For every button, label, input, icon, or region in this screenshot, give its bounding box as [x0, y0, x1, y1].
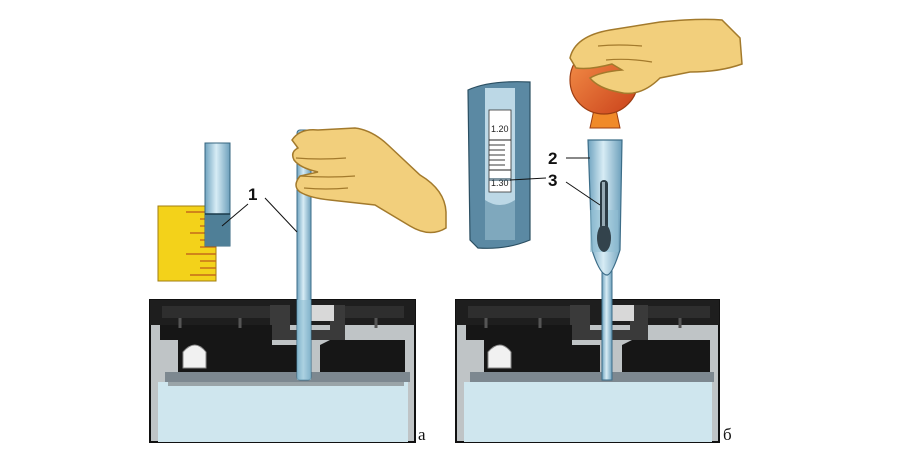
callout-3: 3 — [509, 171, 601, 206]
label-1: 1 — [248, 185, 257, 204]
hand-b — [569, 18, 743, 95]
panel-b: 1.20 1.30 2 3 б — [455, 18, 743, 444]
scale-reading-upper: 1.20 — [491, 124, 509, 134]
panel-a: 1 а — [149, 127, 447, 444]
scale-reading-lower: 1.30 — [491, 178, 509, 188]
float — [597, 180, 611, 252]
electrolyte-a — [158, 382, 408, 442]
label-3: 3 — [548, 171, 557, 190]
hydrometer-tip — [601, 269, 613, 381]
electrolyte-b — [464, 382, 712, 442]
battery-a — [149, 299, 416, 443]
callout-1: 1 — [221, 185, 298, 233]
battery-b — [455, 299, 720, 443]
zoomed-tube-with-ruler — [157, 142, 231, 282]
label-2: 2 — [548, 149, 557, 168]
zoomed-scale: 1.20 1.30 — [467, 81, 531, 249]
hand-a — [291, 127, 447, 234]
panel-b-label: б — [723, 425, 732, 444]
callout-2: 2 — [548, 149, 590, 168]
panel-a-label: а — [418, 425, 426, 444]
